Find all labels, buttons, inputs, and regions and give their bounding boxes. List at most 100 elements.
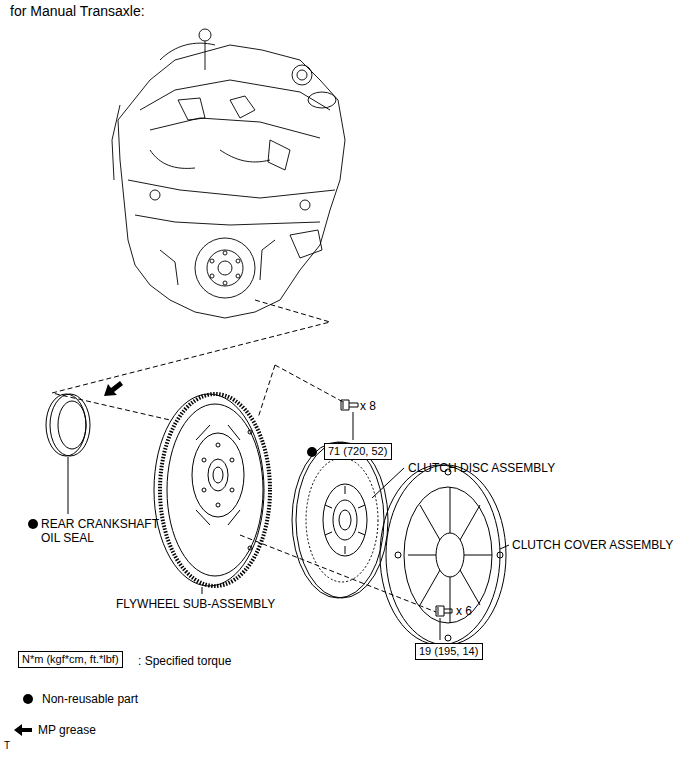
part-name: CLUTCH DISC ASSEMBLY — [408, 461, 555, 475]
flywheel — [216, 443, 220, 447]
clutch-cover — [404, 487, 492, 623]
non-reusable-mark — [307, 447, 317, 457]
clutch-cover — [445, 635, 451, 641]
engine-illustration — [205, 41, 206, 70]
clutch-cover — [395, 552, 401, 558]
leader-line — [372, 468, 404, 498]
engine-illustration — [150, 118, 320, 138]
clutch-cover — [408, 487, 492, 623]
engine-illustration — [223, 251, 227, 255]
flywheel — [154, 394, 264, 586]
diagram-title: for Manual Transaxle: — [10, 3, 145, 20]
engine-illustration — [195, 238, 255, 298]
engine-illustration — [220, 150, 270, 162]
engine-illustration — [210, 259, 214, 263]
clutch-disc — [296, 442, 388, 598]
engine-illustration — [128, 180, 335, 198]
engine-illustration — [230, 96, 255, 118]
clutch-cover — [380, 465, 500, 645]
quantity-label: x 6 — [456, 604, 472, 618]
flywheel — [167, 404, 263, 576]
clutch-disc — [306, 458, 378, 582]
torque-box: N*m (kgf*cm, ft.*lbf) — [18, 651, 123, 668]
oil-seal — [50, 394, 90, 456]
legend-text: Non-reusable part — [42, 692, 138, 706]
oil-seal — [58, 401, 86, 449]
clutch-disc — [333, 500, 357, 540]
non-reusable-mark — [28, 519, 38, 529]
flywheel — [154, 394, 270, 586]
engine-illustration — [118, 45, 345, 318]
flywheel — [248, 546, 252, 550]
clutch-disc — [325, 486, 365, 554]
part-name: REAR CRANKSHAFT OIL SEAL — [41, 517, 159, 545]
flywheel — [213, 467, 223, 483]
engine-illustration — [236, 274, 240, 278]
clutch-cover — [386, 465, 506, 645]
engine-illustration — [112, 29, 345, 318]
leader-line — [353, 412, 354, 440]
engine-illustration — [223, 281, 227, 285]
engine-illustration — [178, 98, 205, 120]
flywheel — [196, 425, 240, 525]
grease-arrow — [104, 381, 123, 396]
legend-text: MP grease — [38, 723, 96, 737]
engine-illustration — [140, 80, 330, 110]
flywheel — [230, 458, 234, 462]
engine-illustration — [199, 29, 211, 41]
clutch-disc — [292, 442, 388, 598]
clutch-cover — [497, 552, 503, 558]
flywheel — [160, 394, 270, 586]
oil-seal — [46, 394, 86, 456]
flywheel — [208, 459, 228, 491]
alignment-line — [258, 365, 275, 418]
flywheel — [216, 503, 220, 507]
engine-illustration — [300, 200, 310, 210]
leader-line — [500, 545, 509, 549]
engine-illustration — [292, 65, 312, 85]
torque-box: 71 (720, 52) — [324, 443, 392, 460]
clutch-cover — [380, 465, 506, 645]
part-name: CLUTCH COVER ASSEMBLY — [512, 538, 673, 552]
alignment-line — [52, 300, 436, 612]
engine-illustration — [308, 92, 336, 108]
figure-code: T — [4, 740, 10, 752]
bolt — [341, 400, 358, 410]
bolt — [436, 606, 452, 616]
engine-illustration — [210, 274, 214, 278]
clutch-disc — [292, 442, 384, 598]
engine-illustration — [160, 43, 215, 60]
bolt — [436, 606, 452, 616]
leader-line — [440, 618, 441, 640]
non-reusable-mark — [23, 694, 33, 704]
leader-line — [68, 457, 69, 514]
engine-illustration — [150, 150, 195, 168]
quantity-label: x 8 — [360, 399, 376, 413]
leader-line — [202, 587, 203, 594]
engine-illustration — [135, 215, 320, 225]
engine-illustration — [236, 259, 240, 263]
clutch-disc — [339, 510, 351, 530]
flywheel — [248, 430, 252, 434]
engine-illustration — [268, 140, 290, 170]
legend-grease-arrow — [14, 724, 32, 736]
clutch-disc — [323, 484, 367, 556]
torque-value: 71 (720, 52) — [325, 444, 391, 459]
engine-illustration — [150, 190, 160, 200]
grease-arrow — [104, 381, 123, 396]
torque-box: 19 (195, 14) — [415, 643, 483, 660]
engine-illustration — [297, 70, 307, 80]
engine-illustration — [160, 250, 178, 285]
flywheel — [202, 458, 206, 462]
torque-value: N*m (kgf*cm, ft.*lbf) — [19, 652, 122, 667]
alignment-line — [275, 365, 345, 403]
part-name: FLYWHEEL SUB-ASSEMBLY — [116, 597, 275, 611]
bolt — [341, 400, 358, 410]
engine-illustration — [290, 230, 322, 258]
torque-value: 19 (195, 14) — [416, 644, 482, 659]
engine-illustration — [207, 250, 243, 286]
flywheel — [202, 488, 206, 492]
engine-illustration — [218, 261, 232, 275]
engine-illustration — [260, 240, 275, 280]
